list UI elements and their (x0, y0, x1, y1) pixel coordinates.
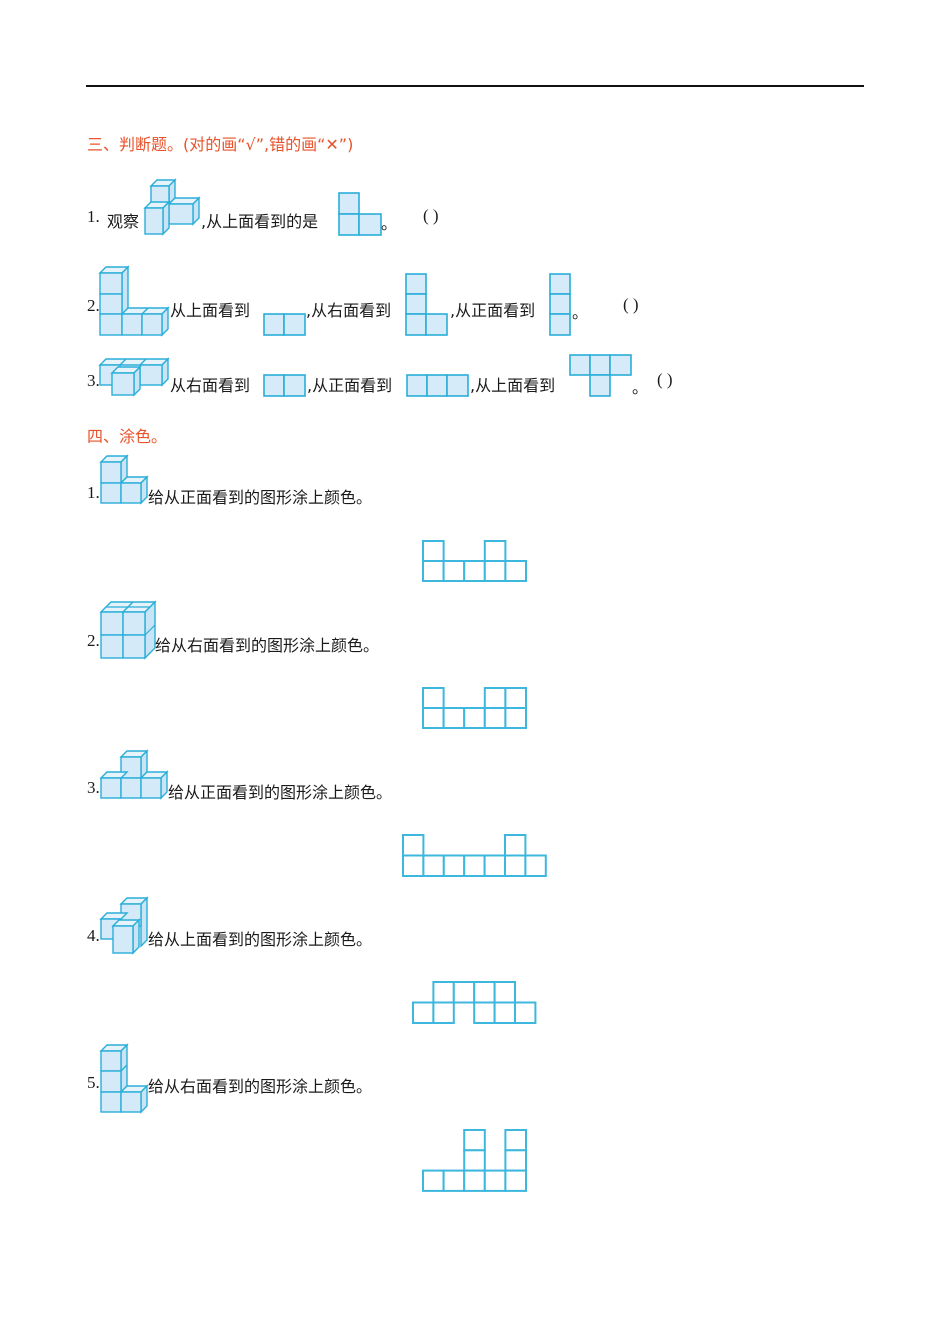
grid-cell[interactable] (463, 1129, 486, 1152)
grid-cell[interactable] (483, 707, 507, 729)
question-number: 4. (87, 926, 100, 945)
instruction-text: 给从正面看到的图形涂上颜色。 (168, 783, 393, 802)
grid-cell[interactable] (473, 1001, 496, 1024)
cube-figure (98, 357, 170, 397)
grid-cell[interactable] (483, 687, 507, 709)
grid-cell[interactable] (483, 560, 507, 582)
grid-cell[interactable] (504, 687, 528, 709)
grid-cell[interactable] (442, 560, 466, 582)
question-number: 5. (87, 1073, 100, 1092)
coloring-grid[interactable] (402, 834, 548, 878)
grid-cell[interactable] (463, 560, 486, 582)
answer-blank[interactable]: ( ) (423, 206, 439, 225)
grid-cell[interactable] (504, 707, 528, 729)
period: 。 (381, 214, 398, 233)
grid-cell[interactable] (412, 1001, 435, 1024)
question-number: 3. (87, 778, 100, 797)
grid-cell[interactable] (422, 854, 445, 877)
period: 。 (632, 378, 649, 397)
question-text: ,从上面看到的是 (201, 212, 319, 231)
question-text: 从上面看到 (170, 301, 251, 320)
grid-cell[interactable] (463, 1169, 486, 1192)
instruction-text: 给从正面看到的图形涂上颜色。 (148, 488, 373, 507)
grid-cell[interactable] (422, 540, 445, 562)
grid-cell[interactable] (504, 1169, 528, 1192)
question-text: 观察 (107, 212, 140, 231)
cube-figure (99, 749, 169, 800)
grid-cell[interactable] (452, 981, 476, 1004)
question-text: 从右面看到 (170, 376, 251, 395)
grid-cell[interactable] (493, 981, 516, 1004)
top-view-figure (569, 354, 632, 397)
grid-cell[interactable] (514, 1001, 537, 1024)
header-rule (86, 85, 864, 87)
grid-cell[interactable] (504, 560, 528, 582)
grid-cell[interactable] (422, 707, 445, 729)
top-view-figure (263, 313, 306, 336)
cube-figure (99, 600, 157, 660)
grid-cell[interactable] (442, 854, 466, 877)
question-number: 3. (87, 371, 100, 390)
section-4-title: 四、涂色。 (87, 427, 168, 446)
grid-cell[interactable] (402, 854, 425, 877)
grid-cell[interactable] (442, 1169, 466, 1192)
cube-figure (99, 1043, 149, 1114)
grid-cell[interactable] (504, 854, 527, 877)
question-text: ,从上面看到 (470, 376, 556, 395)
answer-blank[interactable]: ( ) (657, 370, 673, 389)
grid-cell[interactable] (463, 1149, 486, 1172)
top-view-figure (338, 192, 382, 236)
coloring-grid[interactable] (422, 687, 528, 730)
grid-cell[interactable] (432, 981, 455, 1004)
right-view-figure (405, 273, 448, 336)
question-text: ,从正面看到 (450, 301, 536, 320)
coloring-grid[interactable] (422, 540, 528, 583)
question-number: 2. (87, 631, 100, 650)
grid-cell[interactable] (422, 1169, 445, 1192)
grid-cell[interactable] (504, 1149, 528, 1172)
grid-cell[interactable] (402, 834, 425, 857)
coloring-grid[interactable] (422, 1129, 528, 1193)
grid-cell[interactable] (493, 1001, 516, 1024)
grid-cell[interactable] (483, 540, 507, 562)
grid-cell[interactable] (463, 854, 486, 877)
grid-cell[interactable] (422, 560, 445, 582)
question-text: ,从正面看到 (307, 376, 393, 395)
grid-cell[interactable] (463, 707, 486, 729)
grid-cell[interactable] (473, 981, 496, 1004)
grid-cell[interactable] (442, 707, 466, 729)
grid-cell[interactable] (504, 834, 527, 857)
cube-figure (99, 896, 149, 955)
grid-cell[interactable] (422, 687, 445, 709)
front-view-figure (406, 374, 469, 397)
answer-blank[interactable]: ( ) (623, 295, 639, 314)
front-view-figure (549, 273, 571, 336)
grid-cell[interactable] (432, 1001, 455, 1024)
period: 。 (572, 303, 589, 322)
question-number: 1. (87, 207, 100, 226)
grid-cell[interactable] (483, 854, 506, 877)
question-text: ,从右面看到 (306, 301, 392, 320)
instruction-text: 给从右面看到的图形涂上颜色。 (155, 636, 380, 655)
cube-figure (98, 265, 170, 337)
cube-figure (99, 454, 149, 505)
section-3-title: 三、判断题。(对的画“√”,错的画“✕”) (87, 135, 354, 154)
right-view-figure (263, 374, 306, 397)
instruction-text: 给从右面看到的图形涂上颜色。 (148, 1077, 373, 1096)
question-number: 1. (87, 483, 100, 502)
instruction-text: 给从上面看到的图形涂上颜色。 (148, 930, 373, 949)
cube-figure (143, 178, 201, 236)
coloring-grid[interactable] (412, 981, 538, 1025)
question-number: 2. (87, 296, 100, 315)
grid-cell[interactable] (524, 854, 547, 877)
grid-cell[interactable] (483, 1169, 507, 1192)
grid-cell[interactable] (504, 1129, 528, 1152)
